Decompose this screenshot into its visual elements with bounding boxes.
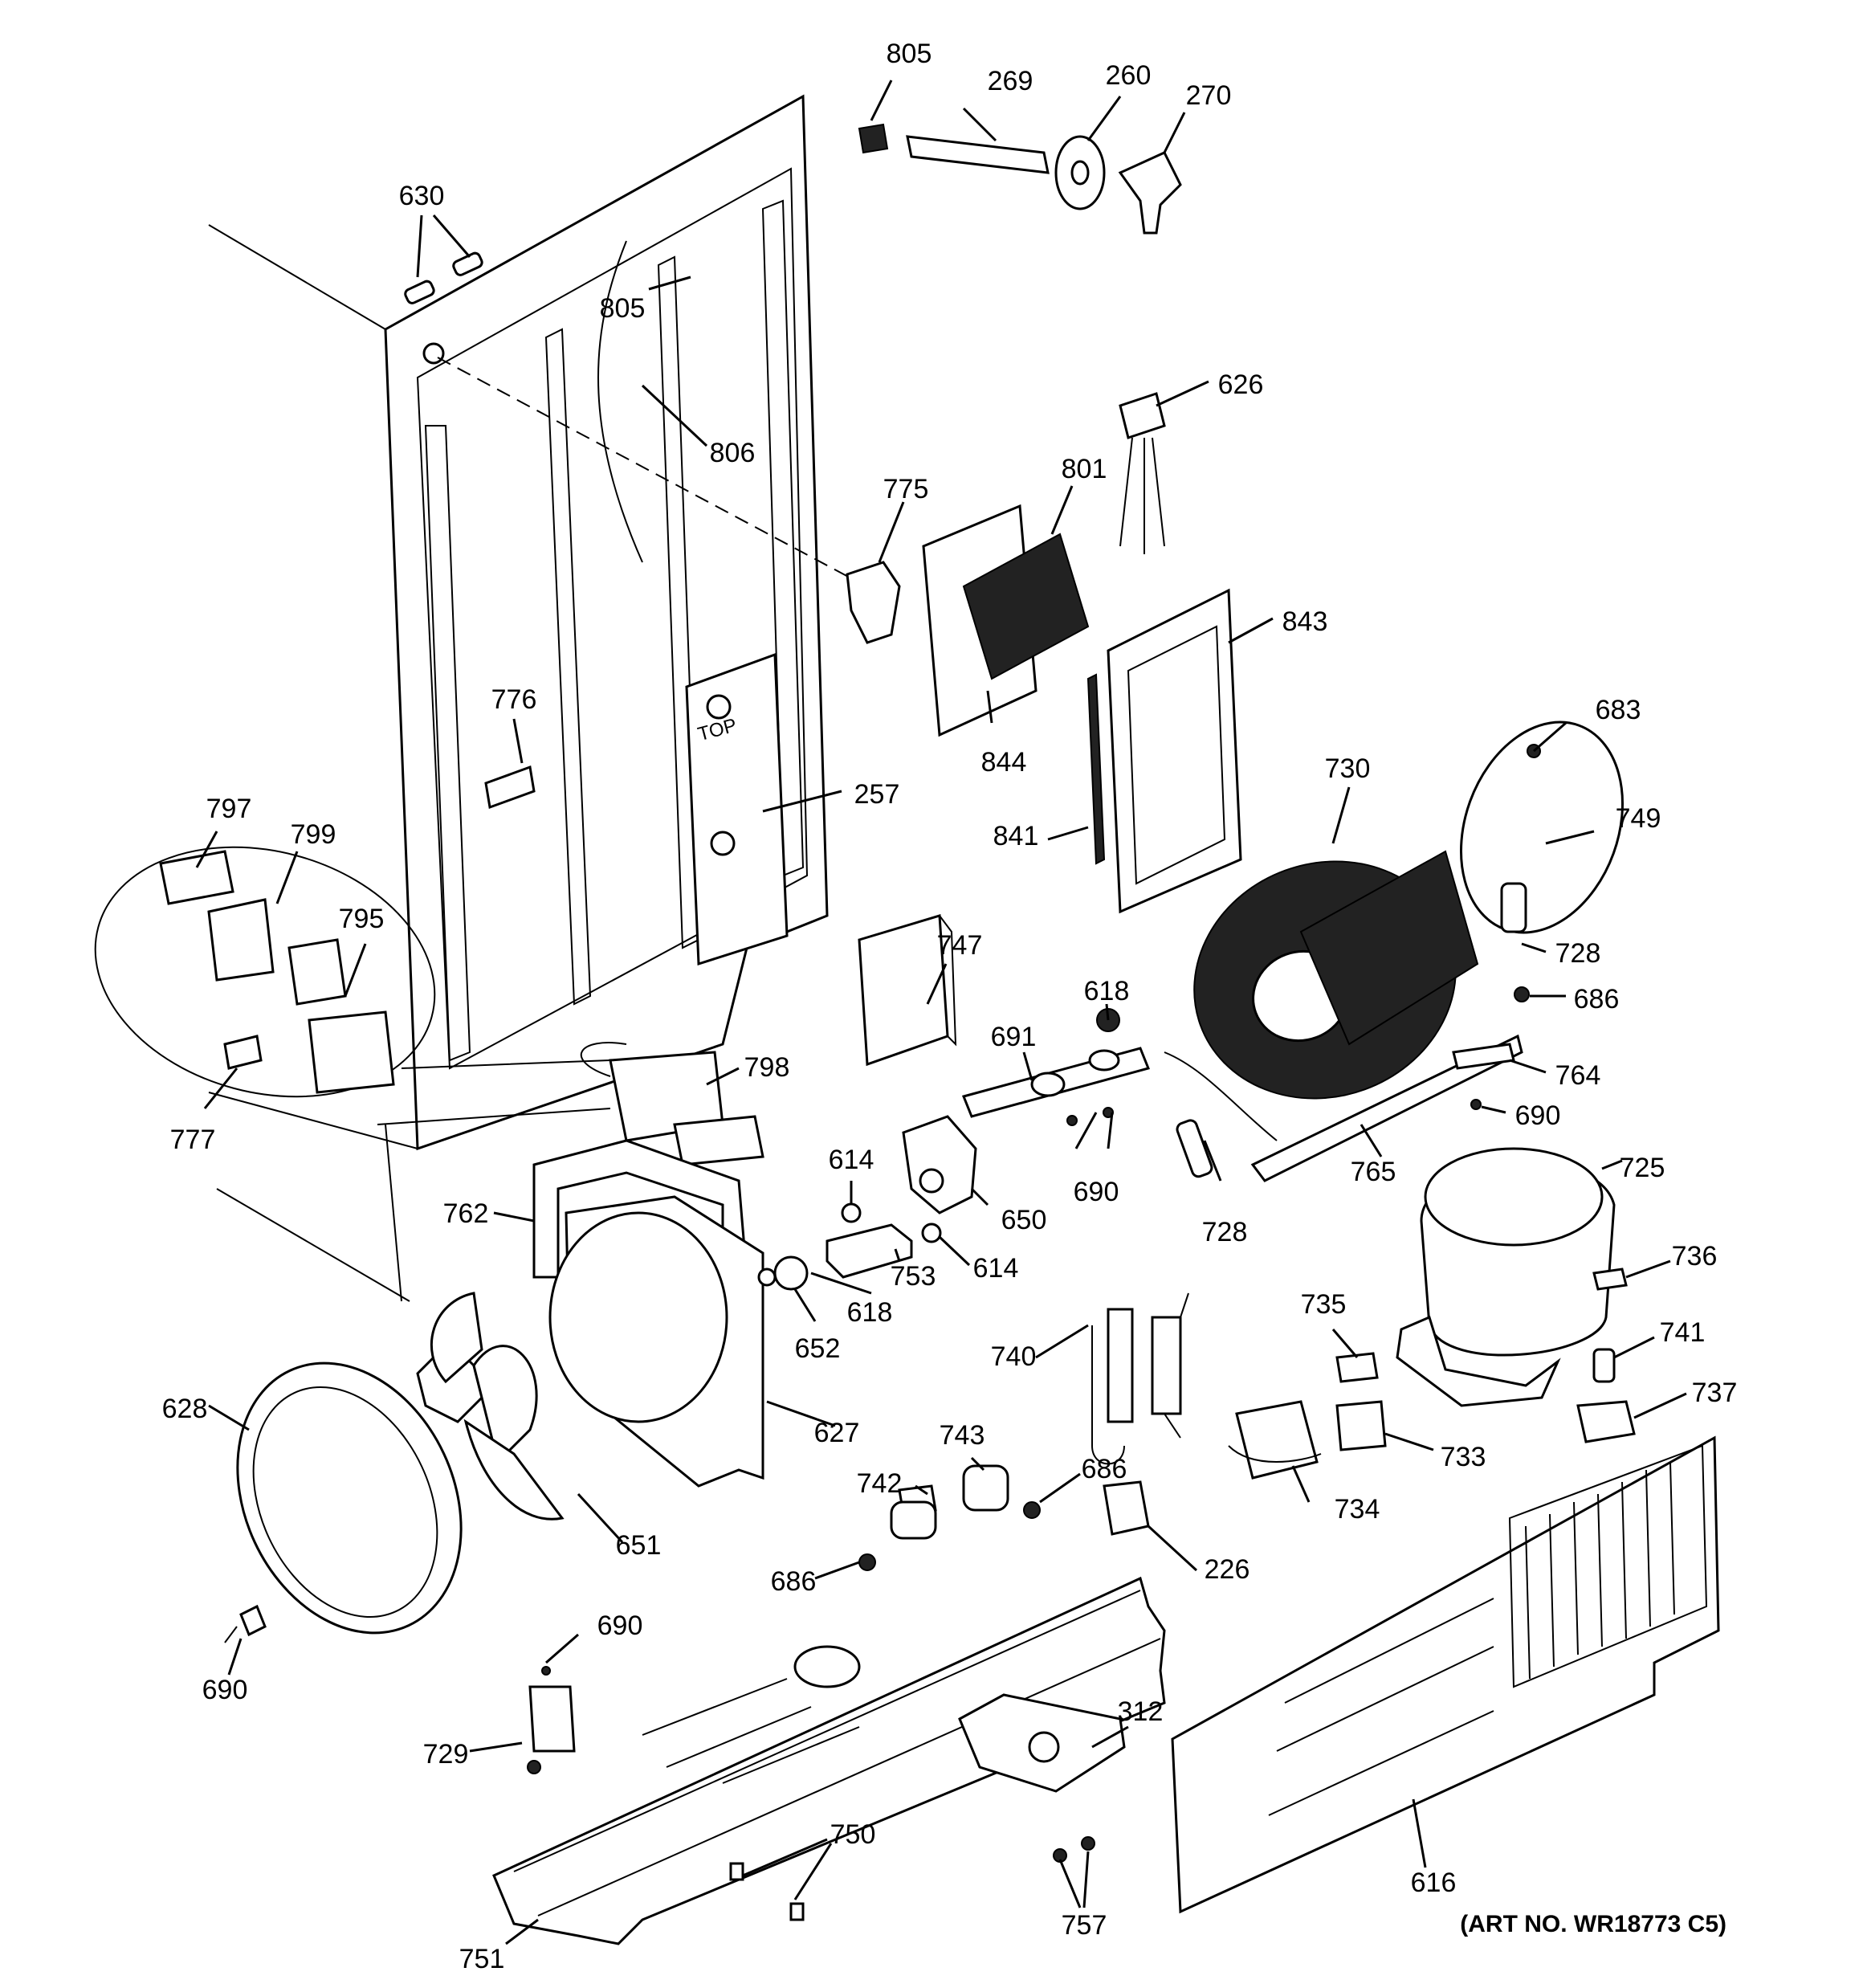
callout-627: 627 (814, 1418, 860, 1448)
callout-650: 650 (1001, 1205, 1047, 1235)
callout-652: 652 (795, 1333, 841, 1364)
callout-729: 729 (423, 1739, 469, 1770)
callout-757: 757 (1062, 1910, 1107, 1941)
callout-686-mid: 686 (1082, 1454, 1127, 1484)
callout-805-top: 805 (887, 39, 932, 69)
callout-799: 799 (291, 819, 336, 850)
leader-lines (195, 80, 1687, 1945)
callout-683: 683 (1596, 695, 1641, 725)
middle-parts (757, 914, 1151, 1291)
callout-728-mid: 728 (1202, 1217, 1248, 1247)
callout-733: 733 (1441, 1442, 1486, 1472)
callout-743: 743 (940, 1420, 985, 1451)
callout-841: 841 (993, 821, 1039, 851)
callout-728-right: 728 (1555, 938, 1601, 969)
callout-686-right: 686 (1574, 984, 1620, 1014)
base-pan (492, 1464, 1166, 1945)
callout-844: 844 (981, 747, 1027, 778)
callout-690-left: 690 (202, 1675, 248, 1705)
callout-labels: 805 269 260 270 630 805 626 806 775 801 … (162, 39, 1738, 1974)
callout-730: 730 (1325, 753, 1371, 784)
callout-257: 257 (854, 779, 900, 810)
callout-749: 749 (1616, 803, 1661, 834)
drier-tubing (1091, 1119, 1213, 1465)
callout-751: 751 (459, 1944, 505, 1974)
callout-270: 270 (1186, 80, 1232, 111)
callout-614-top: 614 (829, 1145, 874, 1175)
callout-226: 226 (1205, 1554, 1250, 1585)
callout-686-left: 686 (771, 1566, 817, 1597)
callout-312: 312 (1118, 1696, 1164, 1727)
callout-843: 843 (1282, 606, 1328, 637)
callout-740: 740 (991, 1341, 1037, 1372)
water-valves (94, 846, 764, 1166)
callout-725: 725 (1620, 1153, 1665, 1183)
callout-750: 750 (830, 1819, 876, 1850)
callout-734: 734 (1335, 1494, 1380, 1525)
callout-614-bottom: 614 (973, 1253, 1019, 1284)
callout-762: 762 (443, 1198, 489, 1229)
callout-753: 753 (891, 1261, 936, 1292)
callout-764: 764 (1555, 1060, 1601, 1091)
callout-765: 765 (1351, 1157, 1396, 1187)
callout-691: 691 (991, 1022, 1037, 1052)
callout-801: 801 (1062, 454, 1107, 484)
compressor (1228, 1147, 1636, 1480)
callout-630: 630 (399, 181, 445, 211)
callout-260: 260 (1106, 60, 1152, 91)
callout-626: 626 (1218, 369, 1264, 400)
callout-618-bottom: 618 (847, 1297, 893, 1328)
callout-735: 735 (1301, 1289, 1347, 1320)
callout-737: 737 (1692, 1378, 1738, 1408)
callout-690-base: 690 (597, 1610, 643, 1641)
callout-651: 651 (616, 1530, 662, 1561)
condenser (1164, 720, 1625, 1182)
art-number-note: (ART NO. WR18773 C5) (1460, 1911, 1726, 1937)
callout-775: 775 (883, 474, 929, 504)
top-parts (858, 123, 1182, 235)
callout-777: 777 (170, 1125, 216, 1155)
fan-assembly (224, 1139, 764, 1643)
cabinet-back: TOP (208, 94, 852, 1302)
callout-806: 806 (710, 438, 756, 468)
callout-776: 776 (491, 684, 537, 715)
callout-616: 616 (1411, 1868, 1457, 1898)
callout-742: 742 (857, 1468, 903, 1499)
callout-798: 798 (744, 1052, 790, 1083)
electronics (846, 392, 1242, 914)
callout-736: 736 (1672, 1241, 1718, 1272)
callout-797: 797 (206, 794, 252, 824)
callout-747: 747 (937, 930, 983, 961)
callout-741: 741 (1660, 1317, 1706, 1348)
callout-618-top: 618 (1084, 976, 1130, 1006)
callout-690-right: 690 (1515, 1100, 1561, 1131)
callout-805-mid: 805 (600, 293, 646, 324)
callout-795: 795 (339, 904, 385, 934)
callout-269: 269 (988, 66, 1033, 96)
front-grille (1171, 1435, 1720, 1914)
callout-690-mid: 690 (1074, 1177, 1119, 1207)
callout-628: 628 (162, 1394, 208, 1424)
